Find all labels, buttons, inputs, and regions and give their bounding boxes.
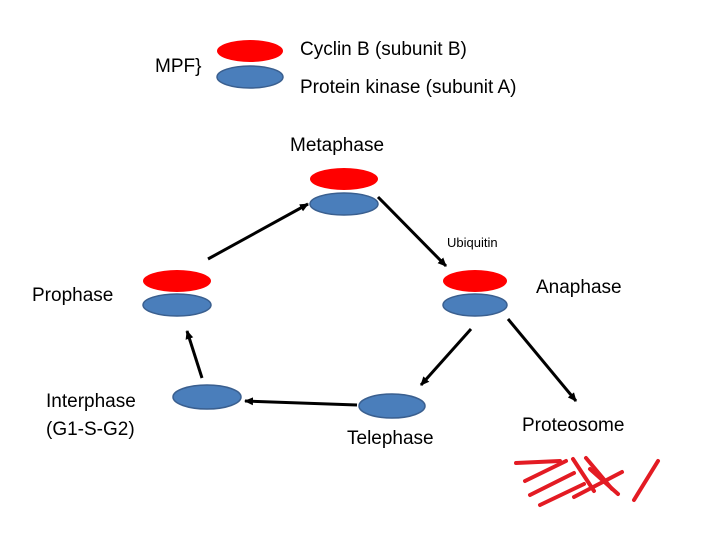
metaphase-cyclin [310,168,378,190]
anaphase-label: Anaphase [536,277,622,298]
fragment-3 [528,471,576,497]
interphase-label: Interphase [46,391,136,412]
legend-kinase-subunit [216,65,284,89]
arrow-interphase-to-prophase [185,330,204,379]
cyclin-b-label: Cyclin B (subunit B) [300,39,467,60]
prophase-kinase [142,293,212,317]
arrow-anaphase-to-proteosome [506,318,578,402]
interphase-phases-label: (G1-S-G2) [46,419,135,440]
arrow-metaphase-to-anaphase [376,195,448,268]
prophase-cyclin [143,270,211,292]
fragment-2 [523,459,568,483]
fragment-4 [538,482,586,507]
anaphase-kinase [442,293,508,317]
fragment-5 [571,457,596,493]
fragment-8 [572,470,624,499]
arrow-anaphase-to-telephase [419,328,473,386]
metaphase-kinase [309,192,379,216]
arrow-prophase-to-metaphase [207,202,309,261]
telephase-label: Telephase [347,428,434,449]
metaphase-label: Metaphase [290,135,384,156]
cycle-arrows [185,195,578,407]
fragment-9 [632,459,660,502]
fragment-1 [514,459,562,465]
mpf-label: MPF} [155,56,201,77]
proteosome-label: Proteosome [522,415,624,436]
telephase-kinase [358,393,426,419]
interphase-kinase [172,384,242,410]
arrow-telephase-to-interphase [244,397,358,407]
anaphase-cyclin [443,270,507,292]
prophase-label: Prophase [32,285,113,306]
legend-cyclin-subunit [217,40,283,62]
protein-kinase-label: Protein kinase (subunit A) [300,77,517,98]
ubiquitin-label: Ubiquitin [447,235,498,250]
degraded-cyclin-fragments [514,456,660,507]
